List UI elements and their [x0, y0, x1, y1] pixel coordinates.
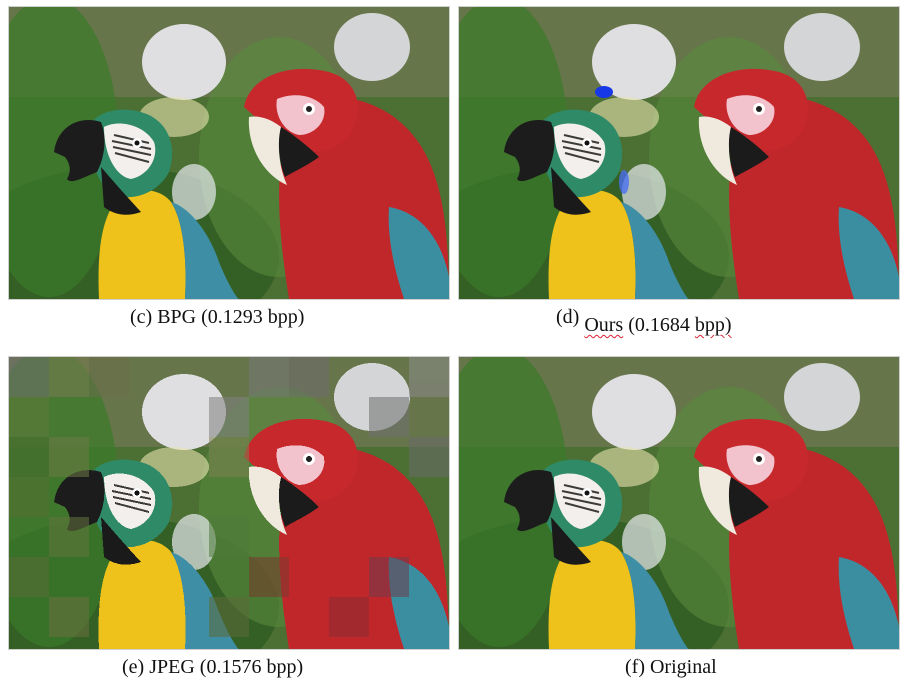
caption-f-method: Original — [649, 656, 717, 678]
ours-image — [458, 6, 900, 300]
blue-artifact-small — [619, 170, 629, 194]
caption-f-label: (f) — [625, 656, 645, 678]
blue-artifact — [595, 86, 613, 98]
caption-c-rate: (0.1293 bpp) — [201, 306, 305, 328]
caption-d-method: Ours — [584, 314, 624, 336]
original-image-graphic — [459, 357, 899, 649]
caption-f: (f) Original — [625, 655, 717, 679]
caption-c-label: (c) — [130, 306, 153, 328]
caption-d: (d) Ours (0.1684 bpp) — [556, 306, 732, 337]
caption-e: (e) JPEG (0.1576 bpp) — [122, 655, 303, 679]
caption-d-label: (d) — [556, 306, 580, 328]
caption-e-method: JPEG — [149, 656, 195, 678]
original-image — [458, 356, 900, 650]
caption-c-method: BPG — [157, 306, 197, 328]
jpeg-image-graphic — [9, 357, 449, 649]
bpg-image — [8, 6, 450, 300]
jpeg-image — [8, 356, 450, 650]
caption-d-rate-number: (0.1684 — [628, 314, 690, 336]
caption-e-rate: (0.1576 bpp) — [199, 656, 304, 678]
bpg-image-graphic — [9, 7, 449, 299]
caption-d-rate-unit: bpp) — [694, 314, 732, 336]
ours-image-graphic — [459, 7, 899, 299]
caption-c: (c) BPG (0.1293 bpp) — [130, 305, 304, 329]
caption-e-label: (e) — [122, 656, 145, 678]
block-artifacts — [9, 357, 449, 637]
